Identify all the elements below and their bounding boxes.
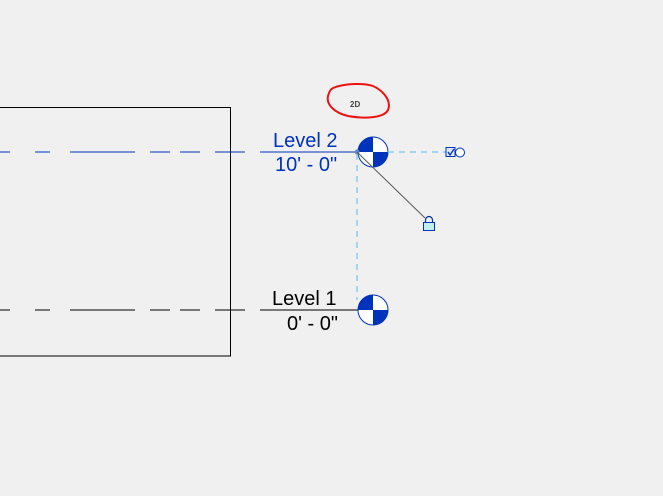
level-2[interactable]: Level 2 10' - 0" xyxy=(0,130,389,176)
checkbox-icon[interactable] xyxy=(445,147,456,157)
level-head-icon[interactable] xyxy=(357,136,389,168)
level-1-elevation[interactable]: 0' - 0" xyxy=(287,313,338,335)
lock-leader xyxy=(356,151,426,219)
level-2-elevation[interactable]: 10' - 0" xyxy=(275,154,337,176)
level-1-name[interactable]: Level 1 xyxy=(272,288,337,310)
2d-toggle[interactable]: 2D xyxy=(350,100,360,109)
lock-icon[interactable] xyxy=(423,215,435,231)
red-annotation-circle xyxy=(326,82,390,119)
building-outline[interactable] xyxy=(0,107,231,357)
level-head-icon[interactable] xyxy=(357,294,389,326)
level-1[interactable]: Level 1 0' - 0" xyxy=(0,288,389,335)
level-2-name[interactable]: Level 2 xyxy=(273,130,338,152)
elbow-circle-icon[interactable] xyxy=(455,147,465,158)
